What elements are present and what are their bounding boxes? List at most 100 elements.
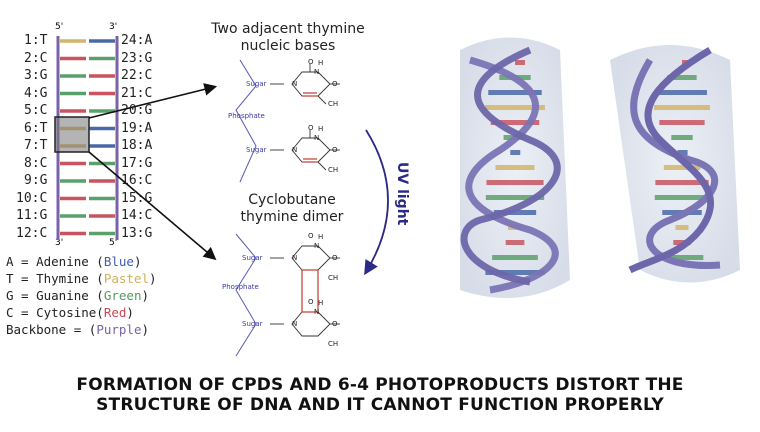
helix1-base-rung [493,210,537,215]
oxygen-label: O [332,80,338,88]
oxygen-label: O [308,58,314,66]
helix2-base-rung [660,255,704,260]
left-base-label: 2:C [24,50,48,66]
oxygen-label: O [332,320,338,328]
dimer-title: Cyclobutane thymine dimer [240,192,344,225]
right-base-label: 13:G [121,225,153,241]
helix2-base-rung [654,195,710,200]
legend-entry: Backbone = (Purple) [6,322,149,337]
prime-top-left: 5' [55,22,64,32]
helix1-base-rung [505,240,525,245]
sugar-label: Sugar [246,146,267,154]
helix1-base-rung [515,60,525,65]
prime-top-right: 3' [109,22,118,32]
legend-color-name: Blue [103,254,134,269]
left-base-label: 11:G [16,208,48,223]
helix2-base-rung [654,105,710,110]
methyl-label: CH [328,100,339,108]
adjacent-bases-title: Two adjacent thymine nucleic bases [211,21,365,54]
left-base-label: 4:G [24,85,48,101]
right-base-label: 16:C [121,173,153,188]
caption-line-1: FORMATION OF CPDS AND 6-4 PHOTOPRODUCTS … [76,375,684,395]
methyl-label: CH [328,340,339,348]
helix2-base-rung [671,135,693,140]
left-base-label: 7:T [24,138,48,153]
left-base-label: 3:G [24,68,48,83]
helix1-base-rung [495,165,535,170]
helix2-base-rung [677,150,688,155]
nitrogen-label: N [314,308,320,316]
nitrogen-label: N [292,146,298,154]
left-base-label: 1:T [24,33,48,48]
legend-entry: G = Guanine (Green) [6,288,150,303]
oxygen-label: O [308,298,314,306]
selection-box [54,116,90,153]
left-base-label: 12:C [16,225,48,241]
helix1-base-rung [485,195,545,200]
legend-color-name: Pastel [103,271,149,286]
left-base-label: 6:T [24,120,48,136]
helix1-base-rung [485,105,545,110]
arrow-to-adjacent [88,83,218,119]
ladder-svg [54,36,119,240]
oxygen-label: O [308,232,314,240]
hydrogen-label: H [318,125,324,133]
hydrogen-label: H [318,233,324,241]
phosphate-label: Phosphate [228,112,265,120]
nitrogen-label: N [314,134,320,142]
prime-bottom-right: 5' [109,238,118,248]
helix2-base-rung [659,120,705,125]
helix2-base-rung [657,90,707,95]
helix1-base-rung [492,255,538,260]
caption-line-2: STRUCTURE OF DNA AND IT CANNOT FUNCTION … [96,395,664,415]
right-base-label: 22:C [121,68,153,83]
helix2-base-rung [655,180,709,185]
right-base-label: 23:G [121,50,153,66]
left-base-label: 8:C [24,155,48,171]
oxygen-label: O [332,146,338,154]
hydrogen-label: H [318,59,324,67]
helix2-base-rung [675,225,689,230]
prime-bottom-left: 3' [55,238,64,248]
right-base-label: 24:A [121,33,153,48]
helix2-base-rung [663,165,701,170]
helix1-base-rung [485,270,545,275]
right-base-label: 20:G [121,103,153,118]
arrow-to-dimer [88,151,217,261]
right-base-label: 15:G [121,190,153,206]
helix1-base-rung [490,120,540,125]
legend-color-name: Green [103,288,142,303]
uv-arrow [364,129,389,276]
nitrogen-label: N [292,254,298,262]
oxygen-label: O [308,124,314,132]
helix1-base-rung [488,90,542,95]
legend-color-name: Purple [96,322,142,337]
sugar-label: Sugar [242,320,263,328]
legend-entry: T = Thymine (Pastel) [6,271,157,286]
left-base-label: 5:C [24,103,48,118]
legend-entry: C = Cytosine(Red) [6,305,134,320]
oxygen-label: O [332,254,338,262]
helix1-base-rung [486,180,544,185]
right-base-label: 19:A [121,120,153,136]
right-base-label: 17:G [121,155,153,171]
legend-entry: A = Adenine (Blue) [6,254,142,269]
helix-distorted [610,45,740,283]
phosphate-label: Phosphate [222,283,259,291]
sugar-label: Sugar [242,254,263,262]
methyl-label: CH [328,166,339,174]
helix-straight [460,37,570,298]
helix2-base-rung [667,75,697,80]
right-base-label: 18:A [121,138,153,153]
legend-color-name: Red [103,305,127,320]
methyl-label: CH [328,274,339,282]
legend: A = Adenine (Blue) T = Thymine (Pastel) G … [6,254,206,344]
dna-helix-renderings [460,37,740,298]
right-base-label: 14:C [121,208,153,223]
sugar-label: Sugar [246,80,267,88]
right-base-label: 21:C [121,85,153,101]
left-base-label: 10:C [16,190,48,206]
